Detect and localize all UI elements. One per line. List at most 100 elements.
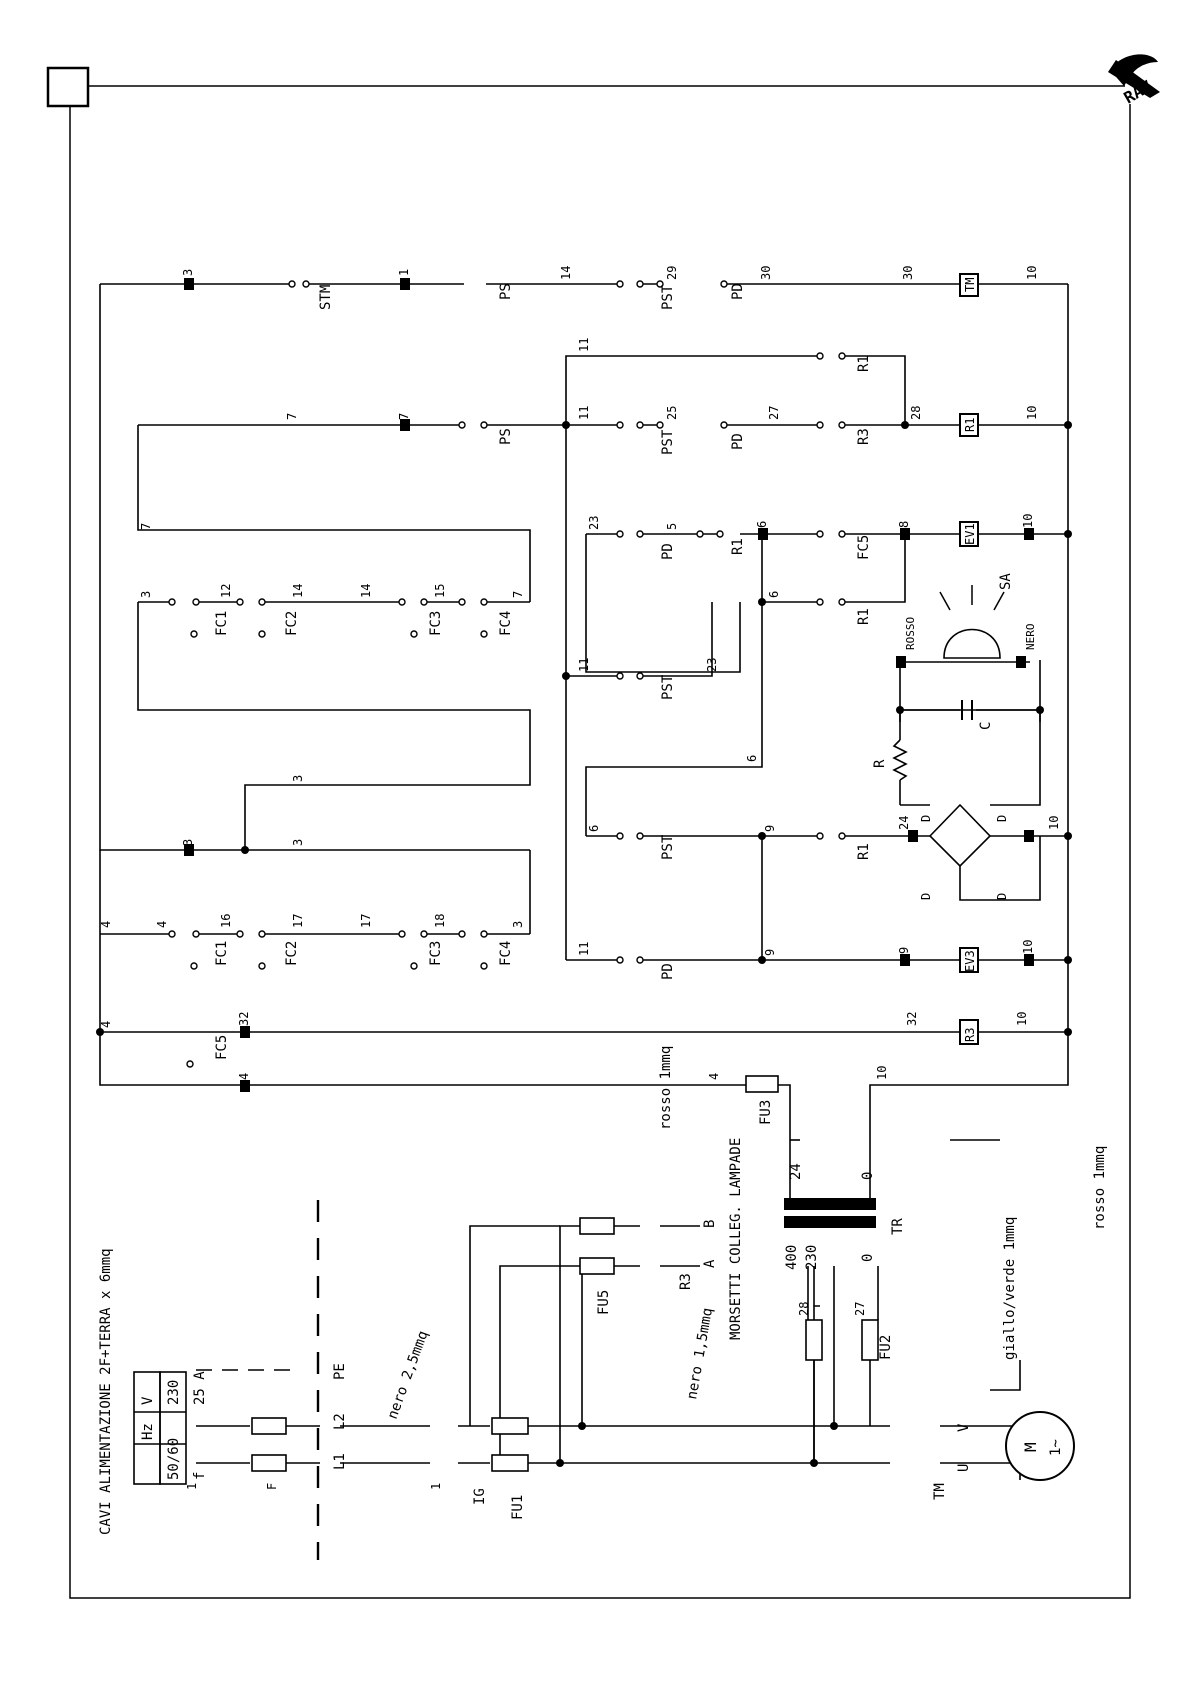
- rating-v-label: V: [140, 1396, 156, 1405]
- fuse-fu5: [579, 1257, 615, 1275]
- fuses: [251, 1075, 879, 1472]
- control-wiring: [99, 283, 1069, 1140]
- wire-29: 29: [665, 266, 679, 280]
- label-fu2: FU2: [878, 1335, 894, 1360]
- wire-3f: 3: [511, 921, 525, 928]
- warning-lamp-sa: [939, 585, 1005, 611]
- wire-17a: 17: [291, 914, 305, 928]
- label-r1-coil: R1: [963, 418, 977, 432]
- label-fc1-2: FC1: [214, 941, 230, 966]
- wire-9b: 9: [763, 949, 777, 956]
- label-pd-4: PD: [660, 963, 676, 980]
- fuse-fu2: [861, 1319, 879, 1361]
- wire-9a: 9: [763, 825, 777, 832]
- label-fc5-2: FC5: [214, 1035, 230, 1060]
- label-tm-contact: TM: [932, 1483, 948, 1500]
- contacts: [168, 280, 846, 1068]
- motor: [1005, 1411, 1075, 1481]
- wire-20: 24: [897, 816, 911, 830]
- wire-6d: 6: [587, 825, 601, 832]
- wire-19a: 23: [587, 516, 601, 530]
- label-a: A: [702, 1259, 718, 1268]
- wire-3d: 3: [181, 839, 195, 846]
- wire-10g: 10: [875, 1066, 889, 1080]
- label-d2: D: [995, 815, 1009, 822]
- fuse-fu1-l1: [491, 1454, 529, 1472]
- wire-3: 3: [181, 269, 195, 276]
- wire-10a: 10: [1025, 266, 1039, 280]
- fuse-b: [579, 1217, 615, 1235]
- rating-table: [133, 1371, 187, 1485]
- rav-logo: RAV: [1108, 54, 1160, 107]
- wire-8: 8: [897, 521, 911, 528]
- wire-4d: 4: [237, 1073, 251, 1080]
- coil-tm: [959, 273, 979, 297]
- label-motor: M: [1021, 1442, 1040, 1452]
- wire-11d: 11: [577, 942, 591, 956]
- label-r: R: [872, 759, 888, 768]
- label-r3-coil: R3: [963, 1028, 977, 1042]
- coil-r3: [959, 1019, 979, 1045]
- label-fu1: FU1: [510, 1495, 526, 1520]
- label-v: V: [956, 1423, 972, 1432]
- rating-hz-label: Hz: [140, 1423, 156, 1440]
- tr-230: 230: [804, 1245, 820, 1270]
- wire-1a: 1: [185, 1483, 199, 1490]
- rating-hz-value: 50/60: [166, 1438, 182, 1480]
- terminals-label: MORSETTI COLLEG. LAMPADE: [728, 1138, 744, 1340]
- label-fu5: FU5: [596, 1290, 612, 1315]
- wire-10e: 10: [1021, 940, 1035, 954]
- title: CAVI ALIMENTAZIONE 2F+TERRA x 6mmq: [98, 1248, 114, 1535]
- power-wiring: [196, 1139, 1021, 1480]
- tr-400: 400: [784, 1245, 800, 1270]
- label-pst-1: PST: [660, 284, 676, 310]
- cable-black-25: nero 2,5mmq: [385, 1329, 432, 1422]
- wire-24: 27: [767, 406, 781, 420]
- label-pst-4: PST: [660, 834, 676, 860]
- wire-10b: 10: [1025, 406, 1039, 420]
- label-fu3: FU3: [758, 1100, 774, 1125]
- label-d4: D: [995, 893, 1009, 900]
- wire-14b: 14: [359, 584, 373, 598]
- wire-10d: 10: [1047, 816, 1061, 830]
- label-u: U: [956, 1464, 972, 1472]
- lamp-circuit: [899, 628, 1068, 901]
- wire-7b: 7: [397, 413, 411, 420]
- cable-red-1b: rosso 1mmq: [1092, 1146, 1108, 1230]
- labels: CAVI ALIMENTAZIONE 2F+TERRA x 6mmq V 230…: [98, 266, 1108, 1535]
- coil-r1: [959, 413, 979, 437]
- wire-10f: 10: [1015, 1012, 1029, 1026]
- wire-19b: 23: [705, 658, 719, 672]
- wire-17b: 17: [359, 914, 373, 928]
- label-r1-2: R1: [730, 538, 746, 555]
- wire-1b: 1: [429, 1483, 443, 1490]
- wire-15: 15: [433, 584, 447, 598]
- cable-black-15: nero 1,5mmq: [684, 1307, 716, 1401]
- wire-11b: 11: [577, 406, 591, 420]
- wire-27: 27: [853, 1302, 867, 1316]
- wire-30a: 30: [759, 266, 773, 280]
- wire-4e: 4: [707, 1073, 721, 1080]
- label-pd-1: PD: [730, 283, 746, 300]
- label-fc3-2: FC3: [428, 941, 444, 966]
- wire-18: 18: [433, 914, 447, 928]
- wire-1: 1: [397, 269, 411, 276]
- wire-6a: 6: [755, 521, 769, 528]
- tr-0b: 0: [860, 1172, 876, 1180]
- label-r1-1: R1: [856, 355, 872, 372]
- rating-v-value: 230: [166, 1380, 182, 1405]
- label-pd-3: PD: [660, 543, 676, 560]
- label-d1: D: [919, 815, 933, 822]
- label-fc4-2: FC4: [498, 941, 514, 966]
- wire-28: 28: [797, 1302, 811, 1316]
- label-pst-3: PST: [660, 674, 676, 700]
- wire-11a: 11: [577, 338, 591, 352]
- wire-32a: 32: [237, 1012, 251, 1026]
- wire-4b: 4: [155, 921, 169, 928]
- rating-i-value: 25 A: [192, 1371, 208, 1405]
- label-l2: L2: [332, 1413, 348, 1430]
- fuse-f-l2: [251, 1417, 287, 1435]
- wire-4c: 4: [99, 1021, 113, 1028]
- cable-yellow-green: giallo/verde 1mmq: [1002, 1217, 1018, 1360]
- label-fc2-2: FC2: [284, 941, 300, 966]
